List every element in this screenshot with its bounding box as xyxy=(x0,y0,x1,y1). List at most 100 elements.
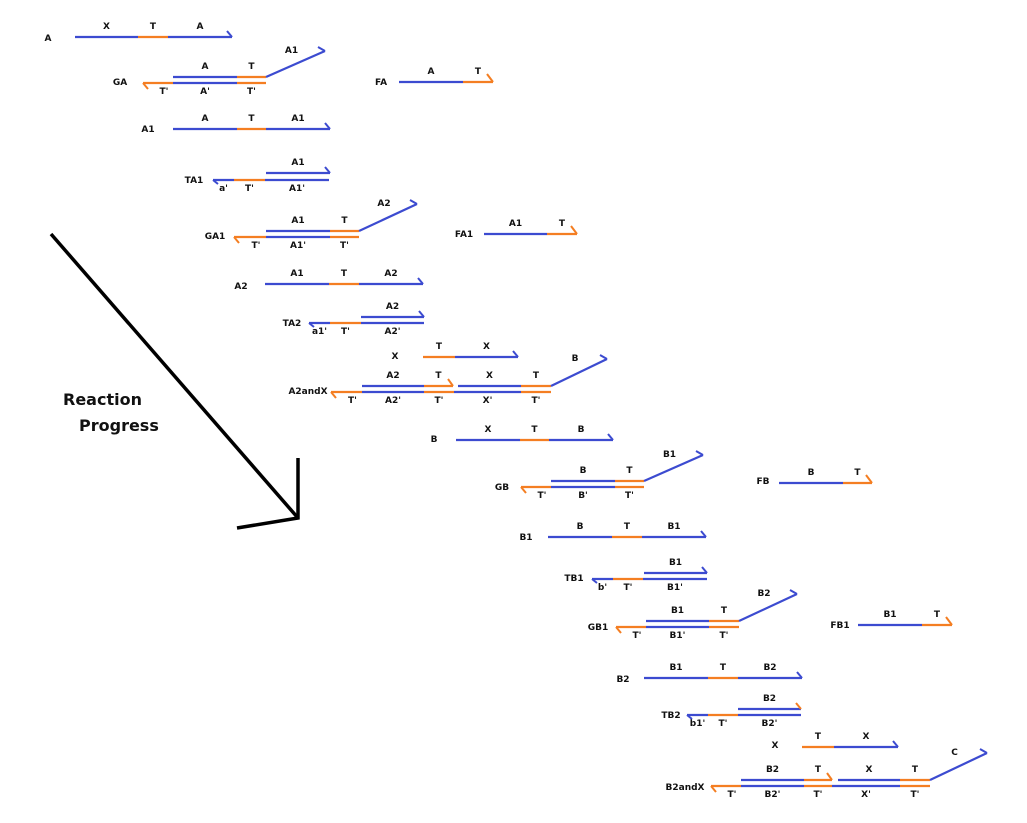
molecule-name: TB1 xyxy=(564,574,583,584)
strand-end-hook xyxy=(486,73,494,83)
molecule-name: A2andX xyxy=(288,387,327,397)
domain-label: B1 xyxy=(669,558,682,568)
complement-label: T' xyxy=(720,631,729,641)
strand-end-hook xyxy=(796,671,803,679)
domain-label: A1 xyxy=(291,158,304,168)
complement-label: A' xyxy=(200,87,210,97)
strand-end-hook xyxy=(308,322,315,328)
complement-label: T' xyxy=(633,631,642,641)
domain-label: B xyxy=(572,354,579,364)
domain-label: T xyxy=(559,219,566,229)
domain-label: B1 xyxy=(883,610,896,620)
domain-label: T xyxy=(815,732,822,742)
molecule-ta1: TA1 A1 a' T' A1' xyxy=(185,158,331,194)
complement-label: a' xyxy=(219,184,228,194)
molecule-name: FA xyxy=(375,78,387,88)
complement-label: T' xyxy=(728,790,737,800)
strand-end-hook xyxy=(892,740,899,748)
progress-label-line1: Reaction xyxy=(63,390,142,409)
strand-end-hook xyxy=(142,82,149,90)
domain-label: X xyxy=(863,732,870,742)
complement-label: X' xyxy=(861,790,871,800)
complement-label: T' xyxy=(160,87,169,97)
strand-end-hook xyxy=(226,30,233,38)
domain-label: T xyxy=(341,269,348,279)
strand-end-hook xyxy=(233,236,240,244)
strand-end-hook xyxy=(447,378,454,387)
molecule-name: TA1 xyxy=(185,176,204,186)
strand-end-hook xyxy=(317,46,326,52)
molecule-name: TB2 xyxy=(661,711,680,721)
domain-label: T xyxy=(934,610,941,620)
domain-label: A xyxy=(197,22,204,32)
domain-label: A1 xyxy=(509,219,522,229)
strand-end-hook xyxy=(330,391,337,399)
molecule-name: FB1 xyxy=(830,621,849,631)
complement-label: B' xyxy=(578,491,588,501)
complement-label: T' xyxy=(245,184,254,194)
strand-end-hook xyxy=(795,702,802,710)
complement-label: T' xyxy=(348,396,357,406)
complement-label: B1' xyxy=(670,631,686,641)
domain-label: A2 xyxy=(386,302,399,312)
domain-label: T xyxy=(815,765,822,775)
domain-label: A xyxy=(202,114,209,124)
molecule-name: X xyxy=(772,741,779,751)
strand-end-hook xyxy=(701,566,708,574)
complement-label: b1' xyxy=(690,719,705,729)
strand-end-hook xyxy=(826,772,833,781)
domain-label: X xyxy=(866,765,873,775)
domain-label: B xyxy=(577,522,584,532)
molecule-name: TA2 xyxy=(283,319,302,329)
complement-label: T' xyxy=(624,583,633,593)
strand-end-hook xyxy=(865,474,873,484)
complement-label: A2' xyxy=(385,396,401,406)
strand-end-hook xyxy=(607,433,614,441)
domain-label: T xyxy=(436,342,443,352)
domain-label: A1 xyxy=(290,269,303,279)
domain-label: X xyxy=(103,22,110,32)
domain-label: T xyxy=(531,425,538,435)
domain-label: A1 xyxy=(285,46,298,56)
domain-label: T xyxy=(248,62,255,72)
reaction-progress-arrow xyxy=(49,232,300,530)
complement-label: A1' xyxy=(289,184,305,194)
complement-label: T' xyxy=(340,241,349,251)
complement-label: T' xyxy=(719,719,728,729)
strand-end-hook xyxy=(570,225,578,235)
strand-end-hook xyxy=(945,616,953,626)
tail-segment-a2 xyxy=(358,203,418,232)
strand-end-hook xyxy=(700,530,707,538)
domain-label: C xyxy=(951,748,958,758)
domain-label: A1 xyxy=(291,114,304,124)
arrow-shaft xyxy=(49,232,300,520)
complement-label: B2' xyxy=(762,719,778,729)
strand-end-hook xyxy=(710,785,717,793)
molecule-name: X xyxy=(392,352,399,362)
domain-label: X xyxy=(486,371,493,381)
molecule-name: FB xyxy=(756,477,769,487)
complement-label: b' xyxy=(598,583,607,593)
domain-label: X xyxy=(485,425,492,435)
domain-label: T xyxy=(150,22,157,32)
complement-label: X' xyxy=(483,396,493,406)
strand-end-hook xyxy=(409,199,418,205)
complement-label: T' xyxy=(247,87,256,97)
tail-segment-b xyxy=(550,358,608,387)
molecule-name: GA1 xyxy=(205,232,226,242)
